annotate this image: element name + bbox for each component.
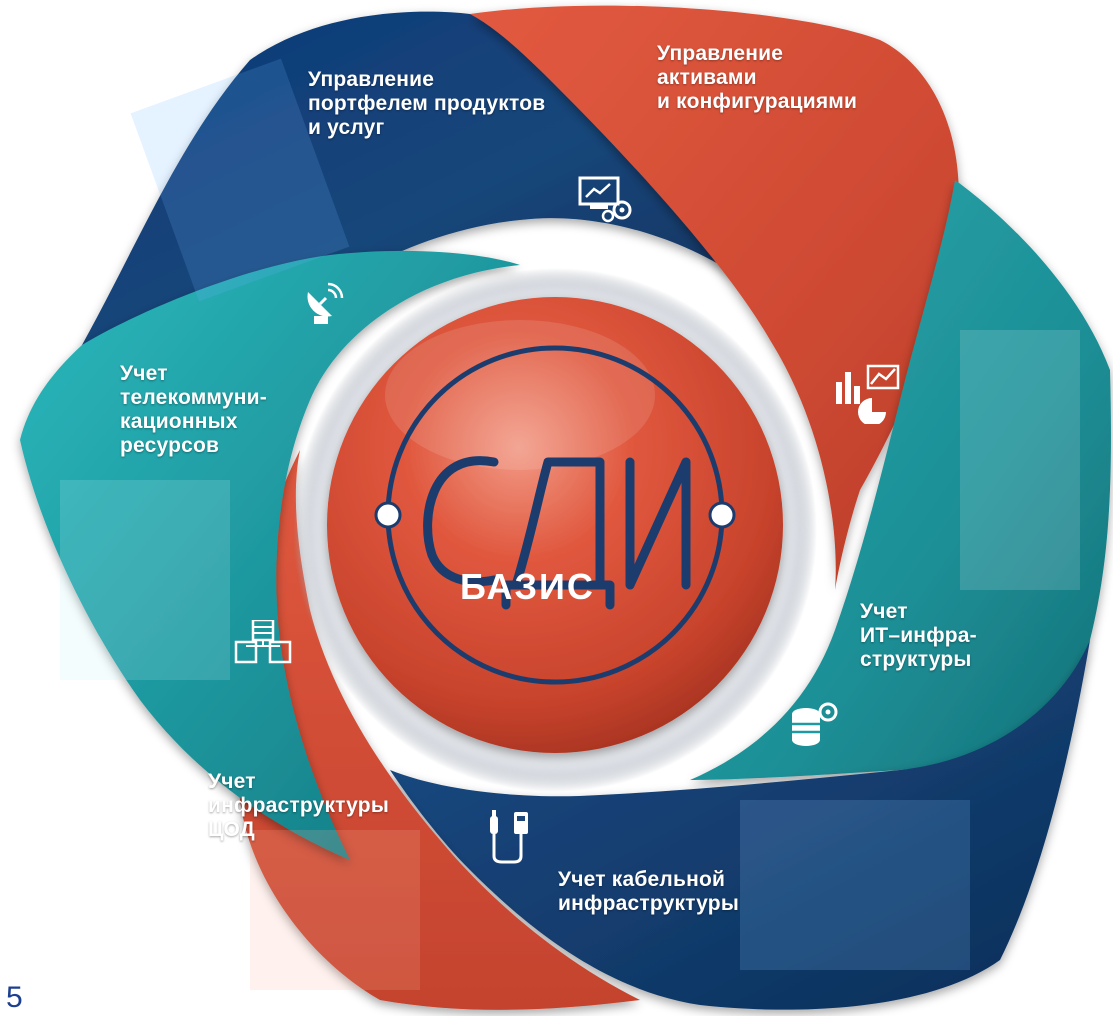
label-it-infra: Учет ИТ–инфра- структуры [860, 600, 977, 671]
segment-telecom [20, 250, 520, 861]
label-assets: Управление активами и конфигурациями [657, 42, 858, 113]
server-rack-icon [234, 620, 292, 664]
logo-ring-dot-left [374, 501, 402, 529]
database-gear-icon [792, 702, 838, 746]
label-portfolio: Управление портфелем продуктов и услуг [308, 68, 546, 139]
label-telecom: Учет телекоммуни- кационных ресурсов [120, 362, 267, 457]
monitor-chart-gear-icon [578, 176, 632, 223]
label-cable: Учет кабельной инфраструктуры [558, 868, 739, 915]
sdi-logo [423, 456, 691, 610]
label-dc: Учет инфраструктуры ЦОД [208, 770, 389, 841]
photo-texture-overlay [60, 58, 1080, 990]
satellite-dish-icon [307, 282, 344, 324]
logo-ring-dot-right [708, 501, 736, 529]
cable-connector-icon [490, 810, 528, 864]
segment-dc [236, 450, 640, 1010]
segment-cable [390, 640, 1090, 1010]
segment-it-infra [690, 180, 1111, 780]
logo-subtitle: БАЗИС [460, 566, 595, 607]
sphere-highlight [385, 320, 655, 470]
page-number: 5 [6, 981, 23, 1014]
bar-pie-chart-icon [836, 364, 900, 424]
segment-assets [470, 5, 959, 590]
